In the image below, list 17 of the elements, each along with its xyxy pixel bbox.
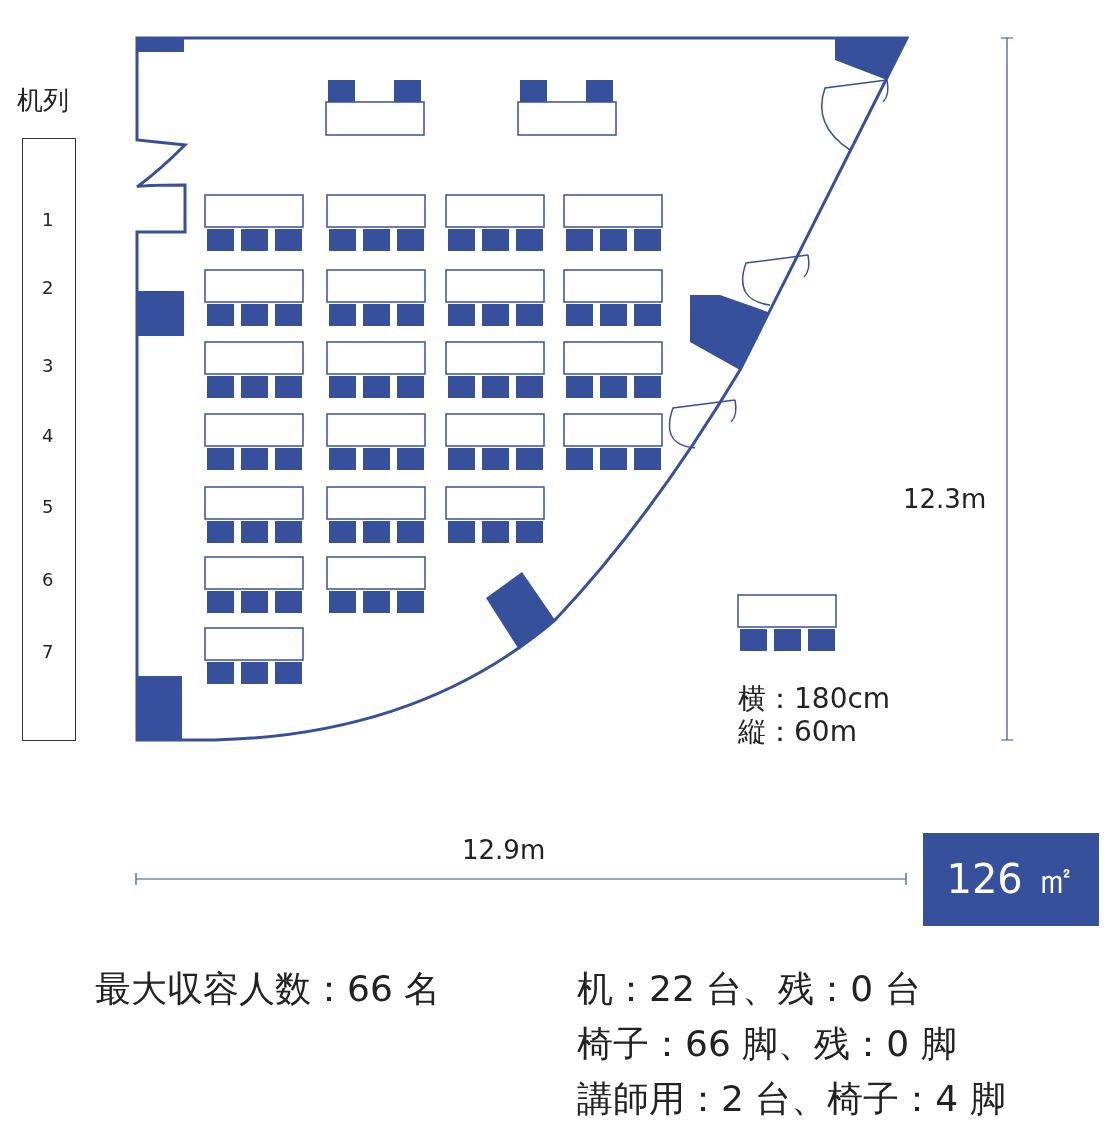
row-number: 7 [42, 641, 54, 662]
table-size-label: 縦：60m [738, 714, 857, 750]
row-number: 5 [42, 496, 54, 517]
dimension-label: 12.9m [462, 835, 546, 865]
equipment-text: 机：22 台、残：0 台 [577, 967, 921, 1011]
dimension-label: 12.3m [903, 484, 987, 514]
list-heading: 机列 [17, 84, 69, 117]
equipment-text: 椅子：66 脚、残：0 脚 [577, 1022, 957, 1066]
row-number: 3 [42, 355, 54, 376]
row-number: 6 [42, 569, 54, 590]
area-badge: 126 ㎡ [923, 833, 1099, 926]
capacity-text: 最大収容人数：66 名 [95, 967, 441, 1011]
equipment-text: 講師用：2 台、椅子：4 脚 [577, 1077, 1006, 1121]
row-number: 1 [42, 209, 54, 230]
table-size-label: 横：180cm [738, 681, 891, 717]
row-number: 4 [42, 425, 54, 446]
row-number: 2 [42, 277, 54, 298]
